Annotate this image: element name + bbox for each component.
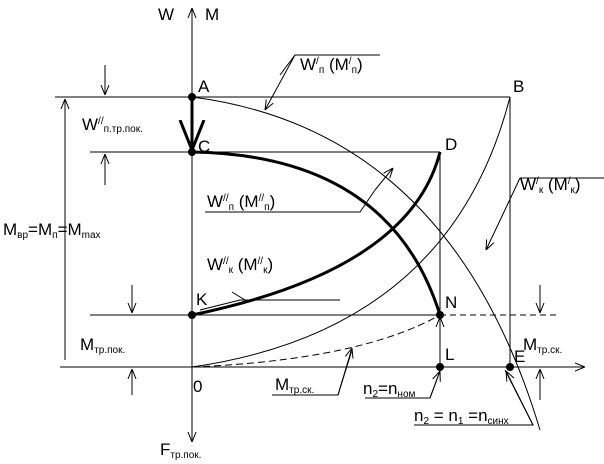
curve-Mtrsk [191, 314, 441, 368]
point-K: K [196, 290, 208, 309]
n-nom-label: n2=nном [363, 379, 416, 400]
curve-Wk2 [191, 151, 442, 317]
wk1-label: W/к (M/к) [520, 175, 581, 196]
point-B: B [513, 77, 524, 96]
curve-Wp1 [191, 96, 541, 431]
curve-Wk1 [191, 96, 511, 368]
point-C: C [198, 137, 210, 156]
mtrsk-bottom-label: Mтр.ск. [275, 375, 314, 396]
point-L: L [445, 345, 454, 364]
point-N: N [445, 293, 457, 312]
mtrpok-label: Mтр.пок. [80, 335, 125, 356]
wp1-label: W/п (M/п) [300, 55, 363, 76]
point-E: E [514, 347, 525, 366]
mvr-label: Mвр=Mп=Mmax [3, 220, 101, 241]
f-trpok-label: Fтр.пок. [160, 440, 201, 461]
axis-w-label: W [158, 5, 174, 24]
origin-label: 0 [193, 377, 202, 396]
mtrsk-right-label: Mтр.ск. [523, 335, 562, 356]
curve-Wp2 [191, 150, 442, 316]
n-sinh-label: n2 = n1 =nсинх [414, 406, 509, 427]
wp2-label: W//п (M//п) [207, 192, 275, 213]
point-D: D [445, 135, 457, 154]
wk2-label: W//к (M//к) [207, 255, 273, 276]
point-A: A [198, 77, 210, 96]
w-ptrpok-label: W//п.тр.пок. [82, 115, 143, 135]
axis-m-label: M [205, 5, 219, 24]
